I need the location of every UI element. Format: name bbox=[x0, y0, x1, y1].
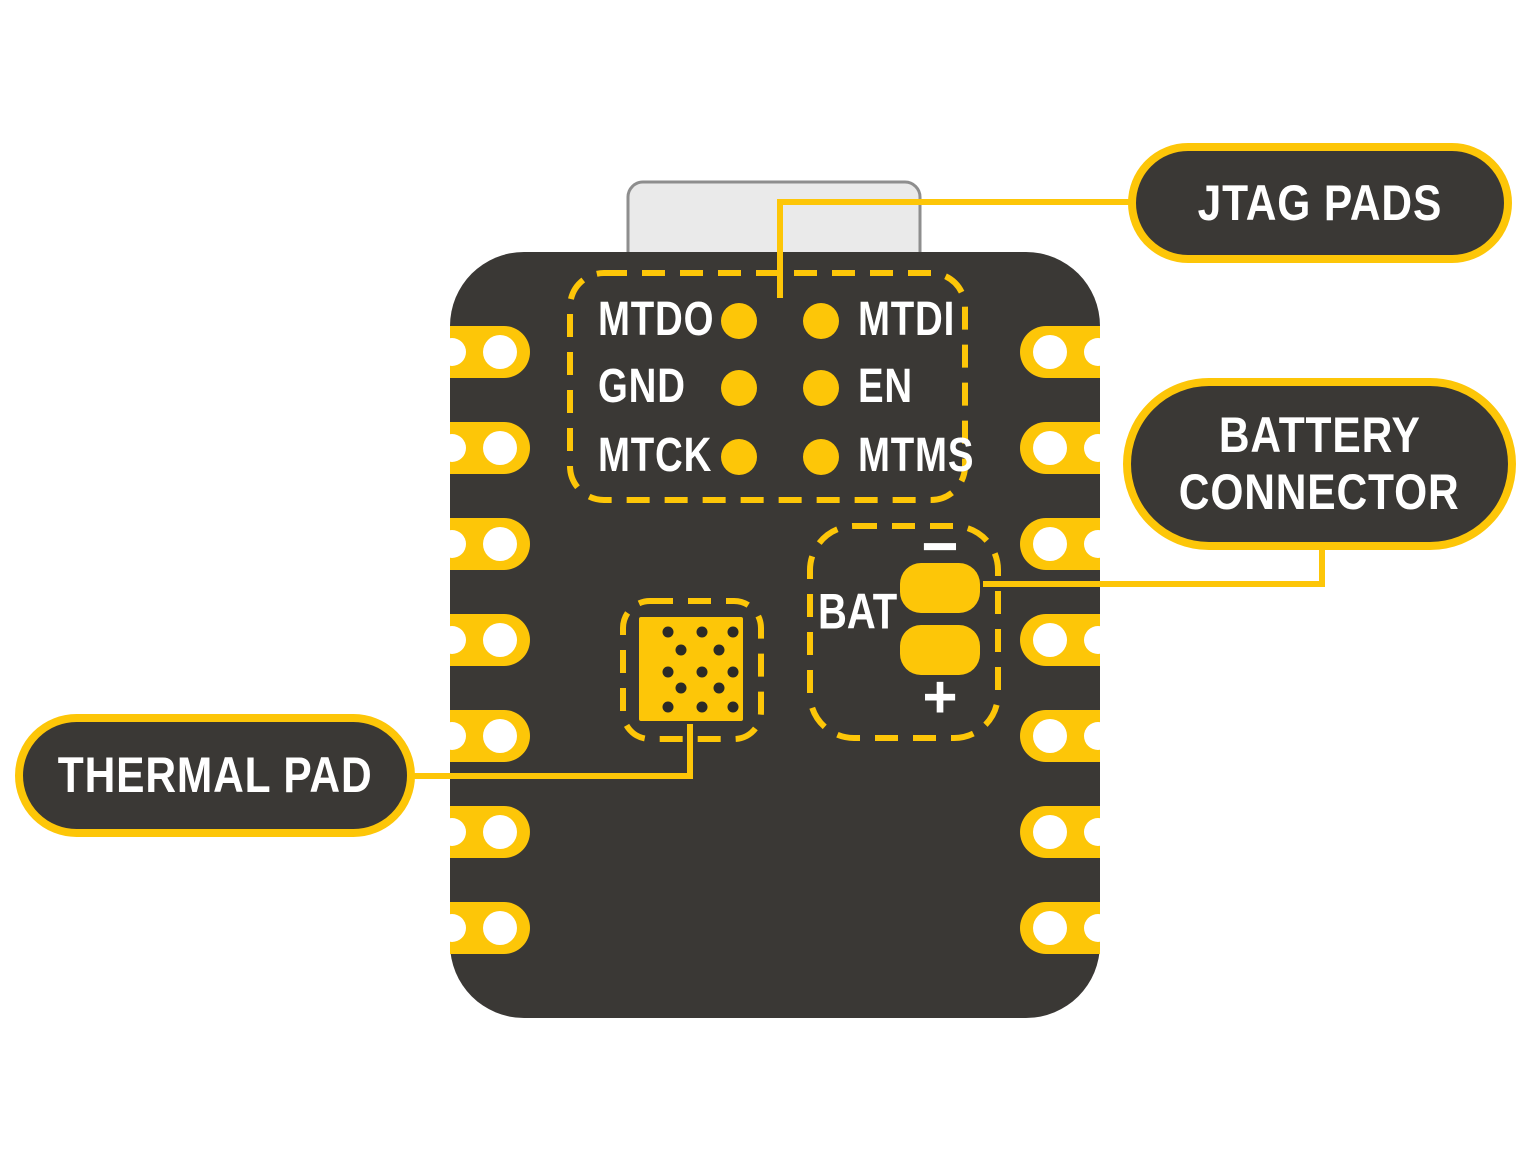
thermal-pad bbox=[639, 617, 743, 721]
pin-label-mtms: MTMS bbox=[858, 428, 975, 482]
pad-hole bbox=[483, 527, 517, 561]
battery-callout-label-line1: BATTERY bbox=[1218, 407, 1421, 463]
pad-edge-notch bbox=[438, 530, 466, 558]
pad-hole bbox=[483, 623, 517, 657]
pad-hole bbox=[1033, 623, 1067, 657]
battery-pad-minus bbox=[900, 563, 980, 613]
thermal-via-dot bbox=[696, 666, 708, 678]
pad-hole bbox=[483, 815, 517, 849]
pad-hole bbox=[483, 719, 517, 753]
pad-edge-notch bbox=[1084, 338, 1112, 366]
pad-edge-notch bbox=[1084, 626, 1112, 654]
pin-label-mtck: MTCK bbox=[598, 428, 713, 482]
jtag-pad bbox=[721, 303, 757, 339]
pad-edge-notch bbox=[438, 818, 466, 846]
jtag-pad bbox=[721, 439, 757, 475]
battery-label: BAT bbox=[818, 583, 898, 640]
thermal-via-dot bbox=[713, 644, 725, 656]
battery-minus-sign: − bbox=[921, 510, 959, 583]
pad-edge-notch bbox=[438, 434, 466, 462]
pad-edge-notch bbox=[438, 722, 466, 750]
pad-hole bbox=[1033, 335, 1067, 369]
pad-hole bbox=[1033, 815, 1067, 849]
thermal-via-dot bbox=[713, 682, 725, 694]
thermal-via-dot bbox=[727, 626, 739, 638]
jtag-pads-group bbox=[721, 303, 839, 475]
pad-hole bbox=[1033, 527, 1067, 561]
edge-pads-group bbox=[438, 326, 1112, 954]
thermal-via-dot bbox=[662, 701, 674, 713]
jtag-callout: JTAG PADS bbox=[1128, 143, 1512, 263]
pad-hole bbox=[483, 911, 517, 945]
thermal-via-dot bbox=[696, 626, 708, 638]
pin-label-mtdi: MTDI bbox=[858, 292, 956, 346]
jtag-callout-label: JTAG PADS bbox=[1197, 174, 1443, 231]
pad-hole bbox=[1033, 911, 1067, 945]
battery-region-outline bbox=[807, 523, 1001, 741]
battery-pad-plus bbox=[900, 625, 980, 675]
pad-edge-notch bbox=[1084, 818, 1112, 846]
thermal-via-dot bbox=[675, 682, 687, 694]
pad-edge-notch bbox=[1084, 722, 1112, 750]
thermal-pad-outline bbox=[620, 598, 764, 742]
callout-line-thermal bbox=[412, 724, 693, 779]
thermal-via-dot bbox=[675, 644, 687, 656]
pad-hole bbox=[1033, 431, 1067, 465]
thermal-via-dot bbox=[662, 666, 674, 678]
thermal-via-dot bbox=[696, 701, 708, 713]
pin-label-mtdo: MTDO bbox=[598, 292, 715, 346]
jtag-region-outline bbox=[567, 270, 968, 503]
pad-edge-notch bbox=[1084, 914, 1112, 942]
battery-callout: BATTERY CONNECTOR bbox=[1123, 378, 1516, 550]
pad-edge-notch bbox=[438, 626, 466, 654]
callout-line-battery bbox=[983, 546, 1325, 587]
pad-hole bbox=[483, 431, 517, 465]
battery-plus-sign: + bbox=[922, 663, 958, 731]
pad-edge-notch bbox=[438, 338, 466, 366]
pad-edge-notch bbox=[1084, 434, 1112, 462]
pad-edge-notch bbox=[1084, 530, 1112, 558]
pin-label-gnd: GND bbox=[598, 359, 686, 413]
pad-hole bbox=[483, 335, 517, 369]
pad-hole bbox=[1033, 719, 1067, 753]
callout-line-jtag bbox=[777, 199, 1132, 298]
jtag-pad bbox=[803, 303, 839, 339]
jtag-pad bbox=[721, 370, 757, 406]
pcb-board bbox=[450, 252, 1100, 1018]
pad-edge-notch bbox=[438, 914, 466, 942]
thermal-via-dot bbox=[727, 701, 739, 713]
jtag-pad bbox=[803, 439, 839, 475]
thermal-via-dot bbox=[727, 666, 739, 678]
thermal-via-dots bbox=[662, 626, 739, 713]
thermal-via-dot bbox=[662, 626, 674, 638]
jtag-pad bbox=[803, 370, 839, 406]
thermal-callout: THERMAL PAD bbox=[15, 714, 415, 837]
pin-label-en: EN bbox=[858, 359, 913, 413]
battery-callout-label-line2: CONNECTOR bbox=[1179, 464, 1460, 520]
thermal-callout-label: THERMAL PAD bbox=[57, 747, 373, 803]
